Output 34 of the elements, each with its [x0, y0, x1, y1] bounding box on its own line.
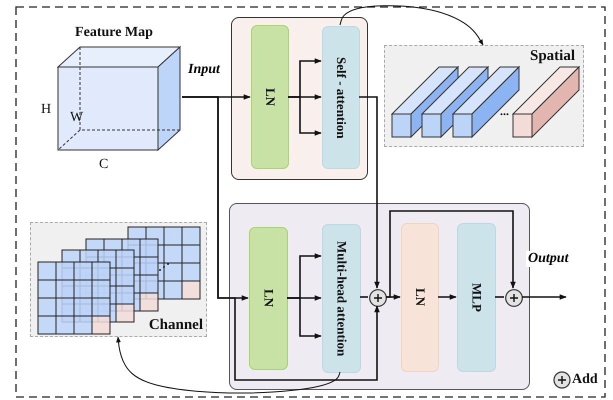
axis-letter: C [99, 158, 108, 172]
attention-box [322, 224, 361, 373]
edge-label: Input [186, 62, 222, 78]
arrow [287, 297, 322, 339]
arrow [359, 96, 380, 289]
layer-label: Self - attention [333, 56, 349, 138]
mlp-box [457, 223, 496, 372]
edge-label: Output [526, 251, 570, 267]
panel-title: Channel [148, 317, 203, 334]
layer-norm-box [249, 227, 288, 370]
layer-label: Multi-head attention [334, 240, 350, 356]
arrow [522, 294, 567, 300]
ellipsis: ... [500, 105, 509, 117]
axis-letter: H [41, 103, 52, 117]
layer-label: MLP [468, 283, 484, 312]
arrow [182, 96, 380, 381]
layer-label: LN [260, 289, 276, 308]
arrow [386, 210, 516, 298]
layer-label: LN [262, 88, 278, 106]
arrow [438, 294, 457, 300]
panel-title: Spatial [530, 48, 575, 65]
module-panel [231, 17, 368, 180]
figure-title: Feature Map [74, 25, 154, 41]
curved-arrow [340, 5, 484, 46]
axis-letter: W [70, 111, 84, 125]
module-panel [229, 203, 530, 390]
spatial-panel [384, 45, 584, 147]
attention-box [322, 26, 360, 169]
layer-label: LN [412, 288, 428, 307]
layer-norm-box [401, 223, 439, 372]
arrow [288, 96, 322, 136]
legend-label: Add [572, 372, 598, 388]
curved-arrow [116, 336, 340, 394]
layer-norm-box [251, 25, 289, 169]
